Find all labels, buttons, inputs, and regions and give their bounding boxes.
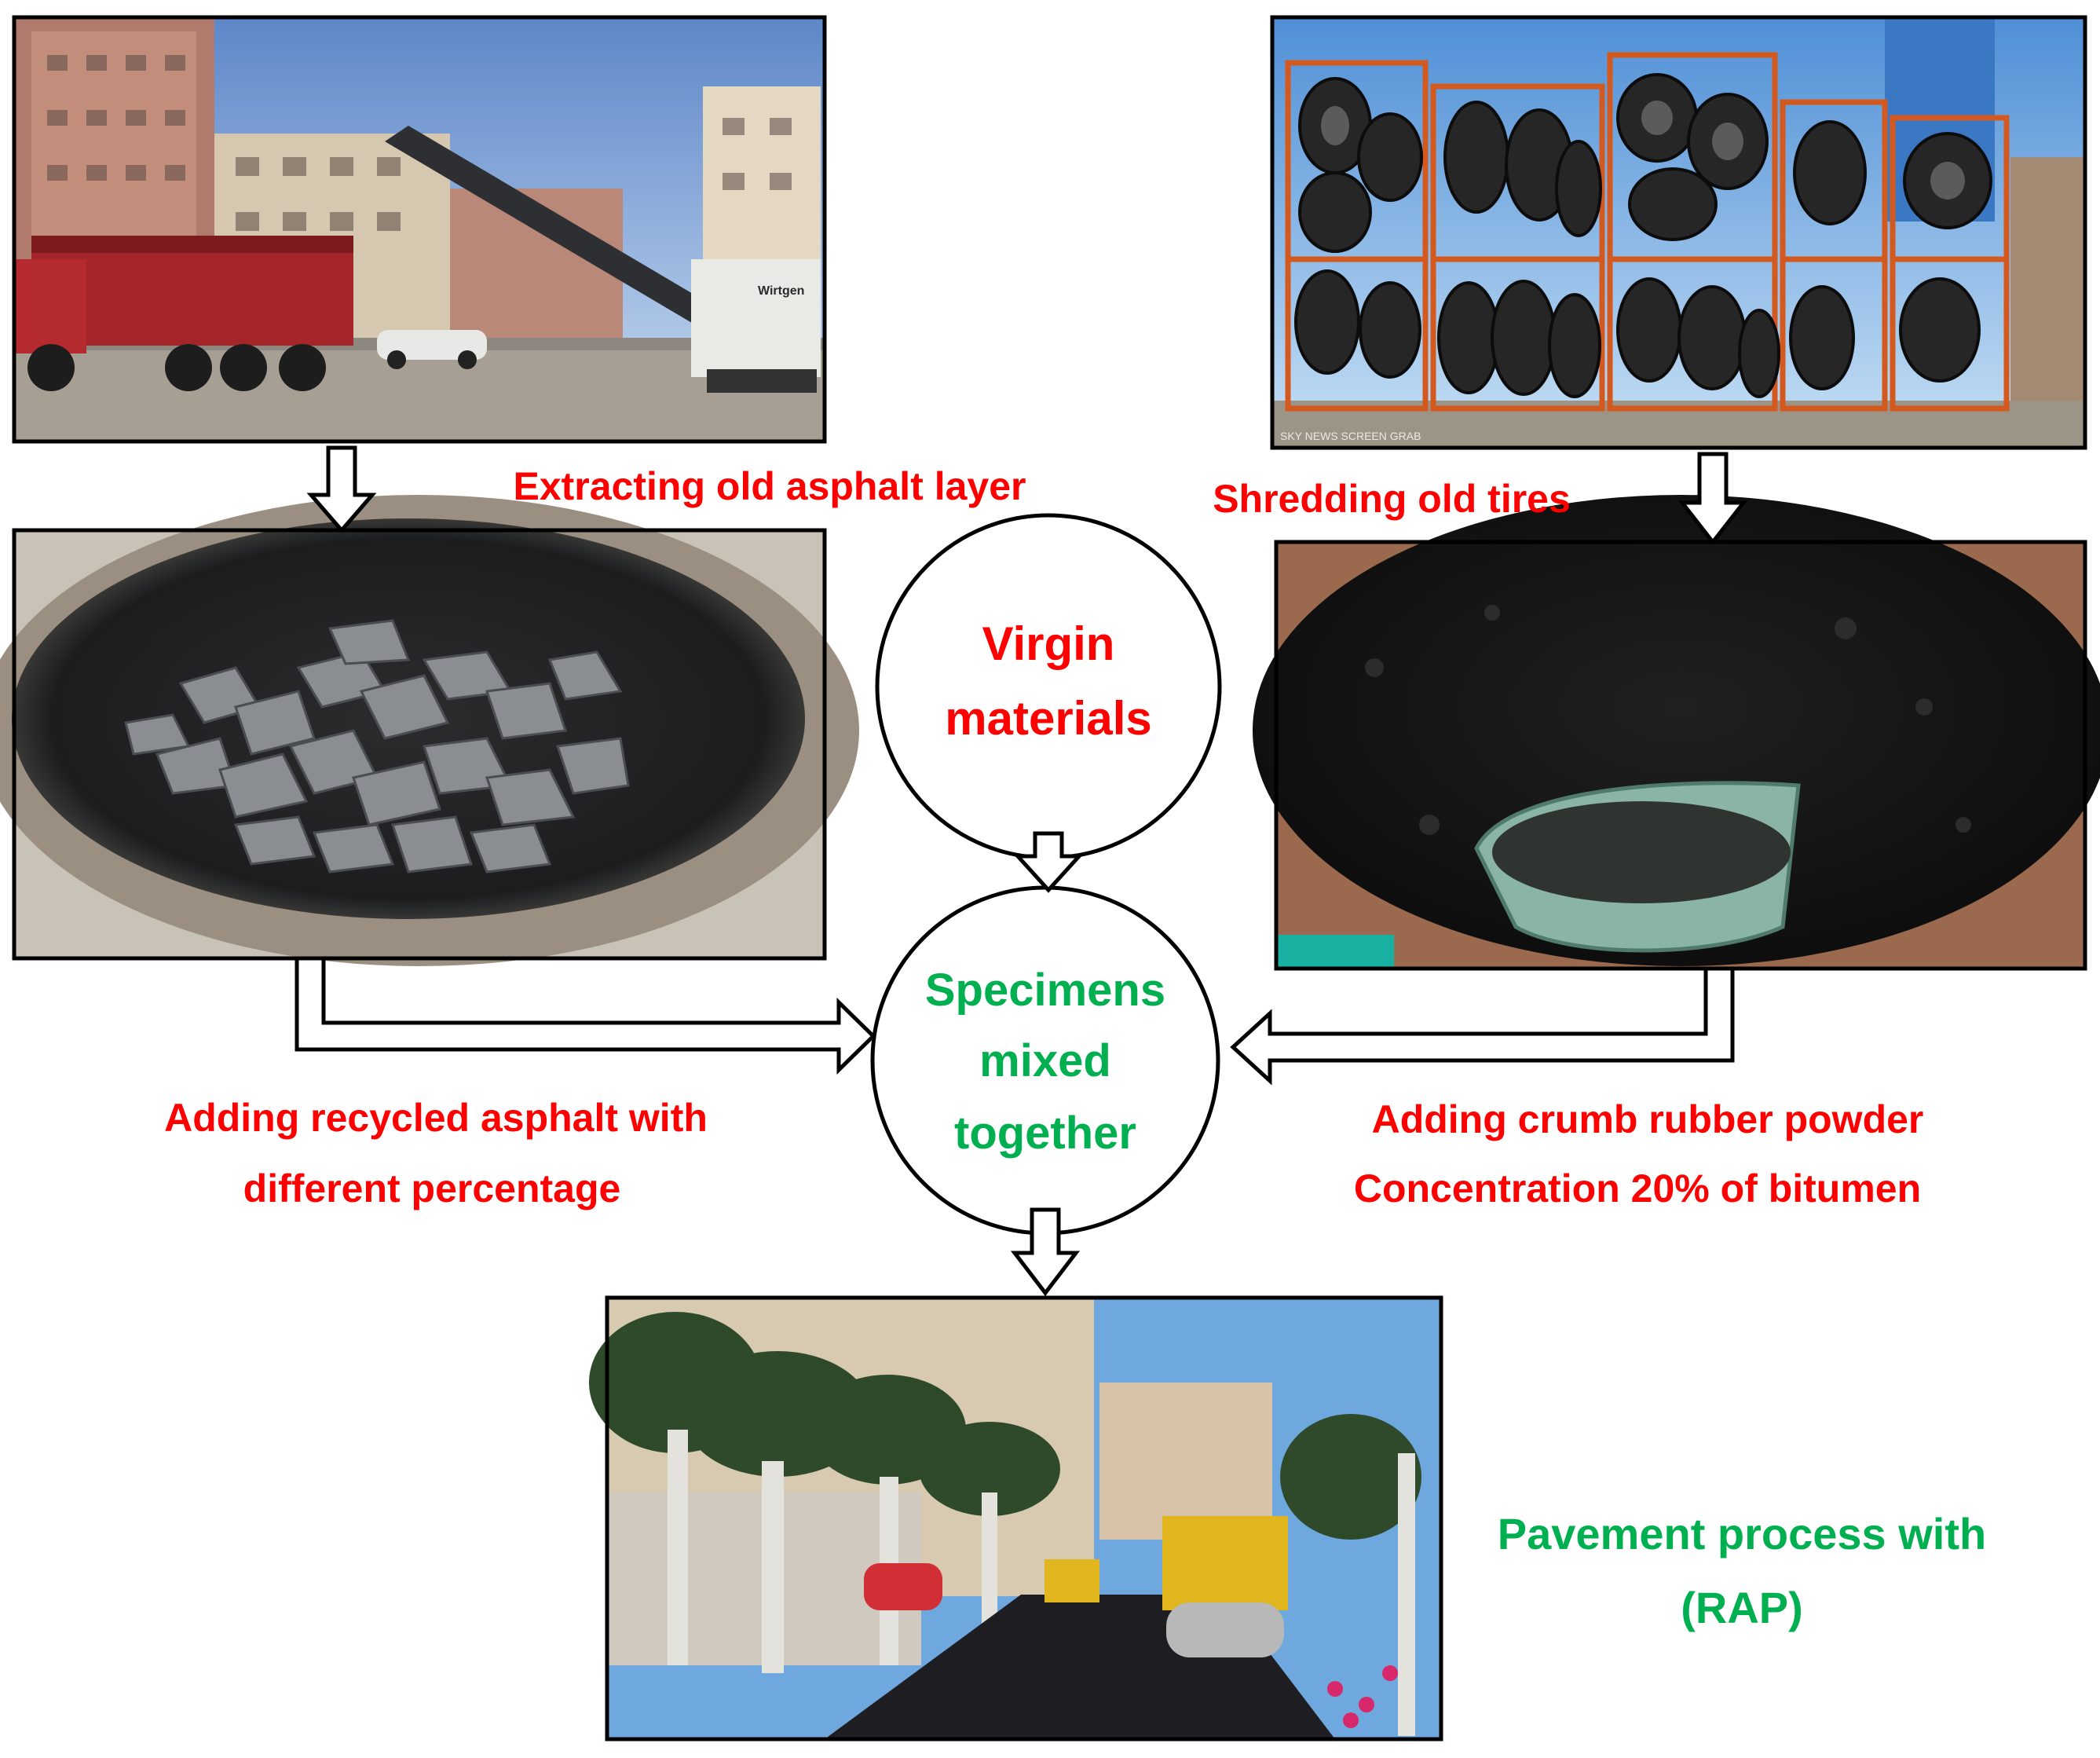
label-virgin-line2: materials — [945, 692, 1152, 745]
photo-old-tires: SKY NEWS SCREEN GRAB — [1270, 15, 2087, 450]
label-recycled-line1: Adding recycled asphalt with — [164, 1096, 708, 1140]
photo-recycled-asphalt-chunks — [0, 495, 859, 966]
label-recycled-line2: different percentage — [243, 1167, 621, 1210]
road-roller — [1162, 1516, 1288, 1610]
tire-stacks — [1294, 73, 1992, 398]
label-extracting: Extracting old asphalt layer — [514, 464, 1026, 508]
arrow-d-to-c — [1677, 452, 1748, 546]
photo-crumb-rubber-powder — [1253, 495, 2100, 971]
label-crumb-line1: Adding crumb rubber powder — [1372, 1097, 1924, 1141]
label-crumb-line2: Concentration 20% of bitumen — [1354, 1167, 1921, 1210]
virgin-materials-circle — [875, 513, 1222, 860]
milling-machine — [691, 259, 821, 377]
photo-milling-old-asphalt: Wirtgen — [12, 15, 827, 444]
label-virgin-line1: Virgin — [982, 617, 1115, 670]
street-trees — [589, 1312, 1421, 1540]
label-specimens-line3: together — [954, 1108, 1136, 1159]
watermark-text: SKY NEWS SCREEN GRAB — [1280, 430, 1421, 442]
machine-brand-text: Wirtgen — [758, 284, 804, 298]
arrow-a-to-b — [306, 445, 377, 533]
photo-pavement-process — [589, 1295, 1443, 1742]
label-specimens-line1: Specimens — [925, 965, 1165, 1016]
arrow-specimens-to-pavement — [1010, 1207, 1081, 1297]
arrow-virgin-to-specimens — [1013, 831, 1084, 893]
arrow-c-to-specimens — [1230, 966, 1735, 1086]
parked-car — [377, 330, 487, 360]
label-specimens-line2: mixed — [979, 1035, 1111, 1086]
milling-conveyor — [385, 126, 754, 346]
label-pavement-line1: Pavement process with — [1498, 1509, 1986, 1558]
asphalt-chunks — [124, 619, 630, 874]
label-pavement-line2: (RAP) — [1681, 1583, 1803, 1632]
label-shredding: Shredding old tires — [1213, 477, 1571, 521]
arrow-b-to-specimens — [295, 956, 876, 1075]
